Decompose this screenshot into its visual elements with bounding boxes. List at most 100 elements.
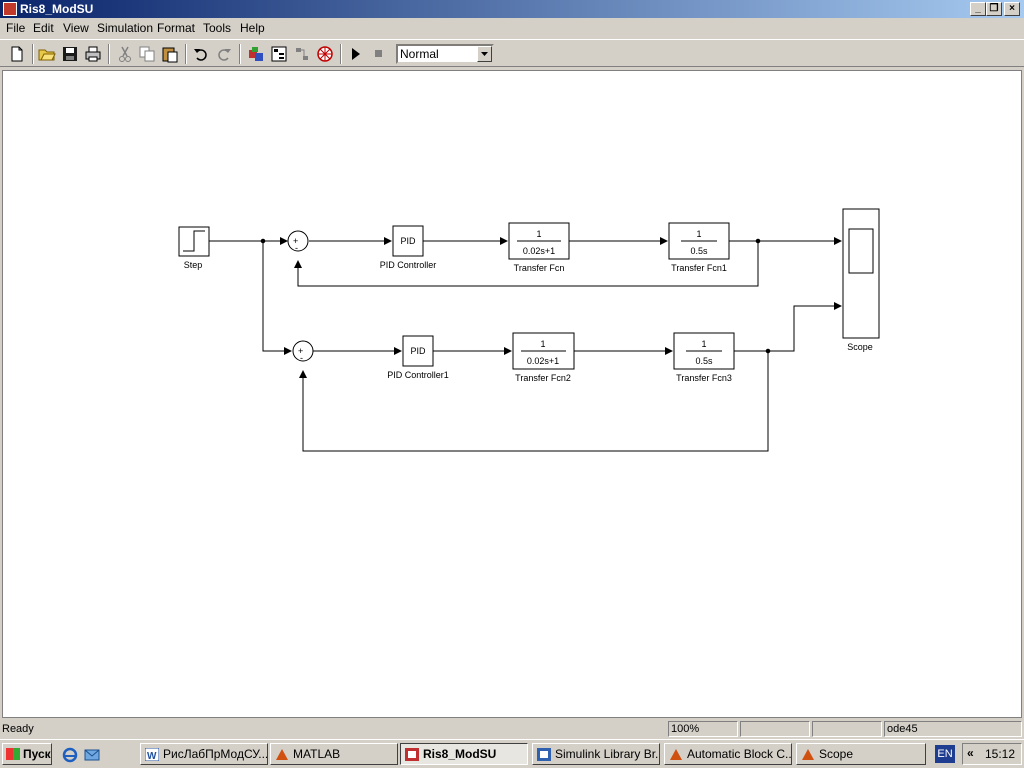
redo-icon[interactable]	[214, 44, 234, 64]
start-label: Пуск	[23, 747, 51, 761]
taskbar-item-label: Scope	[819, 747, 854, 761]
simulink-library-icon	[537, 748, 551, 761]
title-bar[interactable]: Ris8_ModSU _ ❐ ×	[0, 0, 1024, 18]
scope-label: Scope	[847, 342, 873, 352]
transfer-fcn1-label: Transfer Fcn1	[671, 263, 727, 273]
model-explorer-icon[interactable]	[269, 44, 289, 64]
toolbar-separator	[32, 44, 34, 64]
toolbar-separator	[108, 44, 110, 64]
tray-expand-icon[interactable]: «	[967, 746, 974, 760]
block-diagram: Step + - + - PID PID Controller PID PID …	[178, 208, 880, 452]
taskbar-item-word-document[interactable]: W РисЛабПрМодСУ...	[140, 743, 268, 765]
pid-controller1-label: PID Controller1	[387, 370, 449, 380]
library-browser-icon[interactable]	[246, 44, 266, 64]
copy-icon[interactable]	[137, 44, 157, 64]
menu-view[interactable]: View	[63, 21, 89, 35]
transfer-fcn-numerator: 1	[536, 229, 541, 239]
branch-point	[260, 238, 266, 244]
sum-minus-sign: -	[295, 243, 298, 253]
start-simulation-icon[interactable]	[346, 44, 366, 64]
internet-explorer-icon[interactable]	[62, 747, 78, 766]
taskbar-item-ris8-modsu[interactable]: Ris8_ModSU	[400, 743, 528, 765]
taskbar-item-automatic-block[interactable]: Automatic Block C...	[664, 743, 792, 765]
menu-tools[interactable]: Tools	[203, 21, 232, 35]
toolbar-separator	[239, 44, 241, 64]
clock: 15:12	[985, 747, 1016, 761]
debugger-icon[interactable]	[292, 44, 312, 64]
pid-controller1-block[interactable]	[402, 335, 434, 367]
solver-name: ode45	[884, 721, 1022, 737]
print-icon[interactable]	[83, 44, 103, 64]
close-button[interactable]: ×	[1004, 2, 1020, 16]
transfer-fcn3-label: Transfer Fcn3	[676, 373, 732, 383]
menu-format[interactable]: Format	[157, 21, 196, 35]
pid-controller-text: PID	[400, 236, 416, 246]
undo-icon[interactable]	[191, 44, 211, 64]
minimize-button[interactable]: _	[970, 2, 986, 16]
paste-icon[interactable]	[160, 44, 180, 64]
sum-plus-sign: +	[293, 236, 298, 246]
stop-simulation-icon[interactable]	[369, 44, 389, 64]
outlook-express-icon[interactable]	[84, 747, 100, 766]
sum-block[interactable]	[287, 230, 309, 252]
taskbar-item-simulink-library[interactable]: Simulink Library Br...	[532, 743, 660, 765]
transfer-fcn2-label: Transfer Fcn2	[515, 373, 571, 383]
menu-bar: File Edit View Simulation Format Tools H…	[0, 19, 1024, 38]
save-icon[interactable]	[60, 44, 80, 64]
svg-text:W: W	[147, 751, 157, 761]
restore-button[interactable]: ❐	[986, 2, 1002, 16]
menu-simulation[interactable]: Simulation	[97, 21, 154, 35]
simulation-mode-value: Normal	[400, 47, 439, 61]
branch-point	[755, 238, 761, 244]
toolbar-separator	[340, 44, 342, 64]
transfer-fcn3-numerator: 1	[701, 339, 706, 349]
menu-file[interactable]: File	[6, 21, 26, 35]
new-model-icon[interactable]	[7, 44, 27, 64]
transfer-fcn1-numerator: 1	[696, 229, 701, 239]
step-label: Step	[184, 260, 203, 270]
menu-help[interactable]: Help	[240, 21, 265, 35]
pid-controller-block[interactable]	[392, 225, 424, 257]
scope-block[interactable]	[842, 208, 880, 339]
open-folder-icon[interactable]	[37, 44, 57, 64]
transfer-fcn-denominator: 0.02s+1	[523, 246, 555, 256]
transfer-fcn1-denominator: 0.5s	[690, 246, 708, 256]
step-block[interactable]	[178, 226, 210, 257]
start-button[interactable]: Пуск	[2, 743, 52, 765]
toolbar: Normal	[0, 39, 1024, 67]
status-bar: Ready 100% ode45	[0, 720, 1024, 738]
matlab-icon	[669, 748, 683, 761]
taskbar-item-label: Ris8_ModSU	[423, 747, 497, 761]
chevron-down-icon[interactable]	[477, 46, 492, 62]
profiler-icon[interactable]	[315, 44, 335, 64]
taskbar-item-label: MATLAB	[293, 747, 341, 761]
menu-edit[interactable]: Edit	[33, 21, 54, 35]
language-indicator[interactable]: EN	[935, 745, 955, 763]
pid-controller1-text: PID	[410, 346, 426, 356]
simulation-mode-select[interactable]: Normal	[396, 44, 494, 64]
model-canvas[interactable]: Step + - + - PID PID Controller PID PID …	[2, 70, 1022, 718]
windows-logo-icon	[6, 748, 20, 760]
sum1-minus-sign: -	[300, 353, 303, 363]
branch-point	[765, 348, 771, 354]
taskbar-item-label: Automatic Block C...	[687, 747, 792, 761]
zoom-level: 100%	[668, 721, 738, 737]
system-tray: « 15:12	[962, 743, 1022, 765]
transfer-fcn3-denominator: 0.5s	[695, 356, 713, 366]
pid-controller-label: PID Controller	[380, 260, 437, 270]
taskbar-item-label: РисЛабПрМодСУ...	[163, 747, 268, 761]
signal-lines	[209, 237, 842, 452]
taskbar-item-scope[interactable]: Scope	[796, 743, 926, 765]
word-document-icon: W	[144, 747, 160, 762]
simulink-model-icon	[405, 748, 419, 761]
status-text: Ready	[2, 723, 34, 735]
sum-block-1[interactable]	[292, 340, 314, 362]
matlab-icon	[275, 748, 289, 761]
cut-icon[interactable]	[115, 44, 135, 64]
taskbar-item-matlab[interactable]: MATLAB	[270, 743, 398, 765]
simulink-app-icon	[3, 2, 17, 16]
taskbar-item-label: Simulink Library Br...	[555, 747, 660, 761]
status-cell-empty	[812, 721, 882, 737]
transfer-fcn2-denominator: 0.02s+1	[527, 356, 559, 366]
toolbar-separator	[185, 44, 187, 64]
